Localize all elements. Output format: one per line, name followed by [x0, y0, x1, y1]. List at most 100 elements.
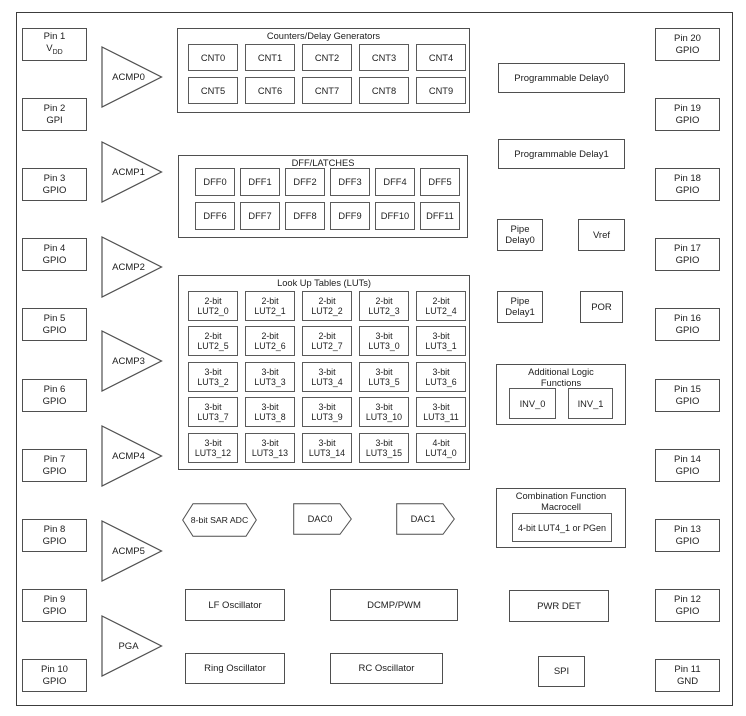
block-line1: 3-bit [432, 401, 450, 412]
block-dff9: DFF9 [330, 202, 370, 230]
pin-function: GPIO [42, 254, 67, 266]
pin-function: GPIO [675, 184, 700, 196]
pin-number: Pin 14 [674, 454, 701, 465]
additional-logic-title-line1: Additional Logic [528, 367, 594, 377]
block-dff11: DFF11 [420, 202, 460, 230]
block-lut4-1-pgen: 4-bit LUT4_1 or PGen [512, 513, 612, 542]
pin-number: Pin 3 [43, 173, 66, 184]
block-line1: 3-bit [375, 366, 393, 377]
pin-number: Pin 15 [674, 384, 701, 395]
pin-function: GPIO [42, 395, 67, 407]
pin-number: Pin 6 [43, 384, 66, 395]
block-line2: LUT3_14 [308, 448, 346, 458]
block-line2: LUT3_6 [425, 377, 457, 387]
pin-function: GPIO [42, 605, 67, 617]
pin-function: GPIO [42, 465, 67, 477]
acmp2-symbol: ACMP2 [101, 236, 163, 298]
acmp5-symbol: ACMP5 [101, 520, 163, 582]
pin-number: Pin 13 [674, 524, 701, 535]
block-line2: LUT3_4 [311, 377, 343, 387]
pga-label: PGA [118, 640, 139, 652]
triangle-shape [101, 141, 163, 203]
pin-function: GND [676, 675, 699, 687]
pin-function: GPIO [42, 324, 67, 336]
block-line1: 3-bit [375, 401, 393, 412]
spi-block: SPI [538, 656, 585, 687]
pga-symbol: PGA [101, 615, 163, 677]
block-dff1: DFF1 [240, 168, 280, 196]
sar-adc-label: 8-bit SAR ADC [190, 515, 249, 525]
pin-number: Pin 17 [674, 243, 701, 254]
block-line2: LUT2_5 [197, 341, 229, 351]
pin-number: Pin 19 [674, 103, 701, 114]
pwr-det-block: PWR DET [509, 590, 609, 622]
pin-function: GPIO [675, 254, 700, 266]
block-line2: LUT3_8 [254, 412, 286, 422]
additional-logic-title-line2: Functions [540, 377, 582, 388]
block-dff6: DFF6 [195, 202, 235, 230]
macrocell-title-line1: Combination Function [515, 491, 607, 501]
pin-function: GPIO [675, 395, 700, 407]
pin-function: GPIO [675, 44, 700, 56]
pin-function: VDD [46, 42, 63, 56]
block-line1: 2-bit [261, 330, 279, 341]
block-line2: LUT4_0 [425, 448, 457, 458]
acmp5-label: ACMP5 [112, 545, 145, 557]
dac1-block: DAC1 [396, 503, 455, 535]
pin-number: Pin 1 [43, 31, 66, 43]
luts-title: Look Up Tables (LUTs) [277, 278, 371, 288]
block-cnt9: CNT9 [416, 77, 466, 104]
lf-oscillator-block: LF Oscillator [185, 589, 285, 621]
block-cnt6: CNT6 [245, 77, 295, 104]
block-dff5: DFF5 [420, 168, 460, 196]
acmp0-symbol: ACMP0 [101, 46, 163, 108]
block-line2: LUT2_7 [311, 341, 343, 351]
block-line2: LUT3_5 [368, 377, 400, 387]
block-line1: 2-bit [204, 330, 222, 341]
pin-function-subscript: DD [52, 48, 63, 56]
block-line1: 3-bit [261, 366, 279, 377]
block-dff0: DFF0 [195, 168, 235, 196]
pin-number: Pin 4 [43, 243, 66, 254]
pin-number: Pin 12 [674, 594, 701, 605]
pin-number: Pin 7 [43, 454, 66, 465]
block-line2: LUT3_9 [311, 412, 343, 422]
triangle-shape [101, 615, 163, 677]
block-line2: LUT3_12 [194, 448, 232, 458]
block-line1: 2-bit [261, 295, 279, 306]
block-line2: LUT2_2 [311, 306, 343, 316]
pin-function: GPIO [675, 324, 700, 336]
block-line1: 3-bit [204, 437, 222, 448]
block-cnt4: CNT4 [416, 44, 466, 71]
pin-number: Pin 11 [674, 664, 701, 675]
pin-function: GPIO [42, 675, 67, 687]
additional-logic-box: Additional Logic Functions INV_0 INV_1 [496, 364, 626, 425]
block-dff10: DFF10 [375, 202, 415, 230]
block-inv-0: INV_0 [509, 388, 556, 419]
block-line2: LUT3_13 [251, 448, 289, 458]
block-line2: LUT3_7 [197, 412, 229, 422]
block-dff7: DFF7 [240, 202, 280, 230]
